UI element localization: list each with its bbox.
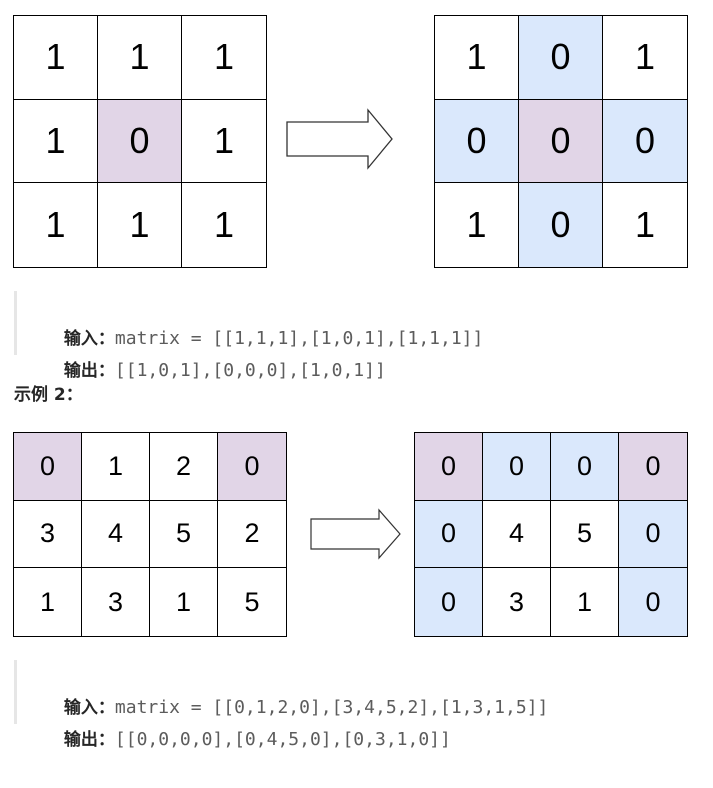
matrix-cell: 3 xyxy=(483,568,551,636)
input-value: matrix = [[1,1,1],[1,0,1],[1,1,1]] xyxy=(114,328,484,349)
matrix-cell: 0 xyxy=(519,183,603,267)
matrix-cell: 1 xyxy=(182,16,266,100)
matrix-cell: 3 xyxy=(14,500,82,569)
matrix-cell: 0 xyxy=(603,99,687,184)
matrix-cell: 5 xyxy=(218,568,286,636)
matrix-cell: 1 xyxy=(98,16,182,100)
matrix-cell: 0 xyxy=(519,99,603,184)
matrix-cell: 1 xyxy=(82,433,150,501)
matrix-cell: 1 xyxy=(14,99,98,184)
matrix-cell: 1 xyxy=(551,568,619,636)
input-label: 输入： xyxy=(63,329,115,349)
right-arrow-icon xyxy=(286,108,393,170)
matrix-cell: 1 xyxy=(150,568,218,636)
matrix-cell: 0 xyxy=(218,433,286,501)
example1-input-line: 输入：matrix = [[1,1,1],[1,0,1],[1,1,1]] xyxy=(41,291,483,349)
output-label: 输出： xyxy=(63,361,115,381)
output-value: [[0,0,0,0],[0,4,5,0],[0,3,1,0]] xyxy=(114,729,451,750)
output-value: [[1,0,1],[0,0,0],[1,0,1]] xyxy=(114,360,386,381)
matrix-cell: 2 xyxy=(150,433,218,501)
matrix-cell: 0 xyxy=(551,433,619,501)
matrix-cell: 0 xyxy=(483,433,551,501)
output-label: 输出： xyxy=(63,730,115,750)
matrix-cell: 0 xyxy=(435,99,519,184)
matrix-cell: 2 xyxy=(218,500,286,569)
matrix-cell: 1 xyxy=(182,99,266,184)
input-label: 输入： xyxy=(63,698,115,718)
matrix-cell: 4 xyxy=(483,500,551,569)
matrix-cell: 5 xyxy=(551,500,619,569)
matrix-cell: 3 xyxy=(82,568,150,636)
example2-output-line: 输出：[[0,0,0,0],[0,4,5,0],[0,3,1,0]] xyxy=(41,692,548,750)
matrix-cell: 0 xyxy=(98,99,182,184)
matrix-cell: 1 xyxy=(603,183,687,267)
matrix-cell: 1 xyxy=(182,183,266,267)
right-arrow-icon xyxy=(310,508,401,560)
matrix-cell: 1 xyxy=(603,16,687,100)
matrix-cell: 0 xyxy=(619,433,687,501)
matrix-cell: 0 xyxy=(415,433,483,501)
example2-io-block: 输入：matrix = [[0,1,2,0],[3,4,5,2],[1,3,1,… xyxy=(14,660,548,750)
matrix-cell: 4 xyxy=(82,500,150,569)
matrix-cell: 5 xyxy=(150,500,218,569)
matrix-cell: 0 xyxy=(619,568,687,636)
example1-output-line: 输出：[[1,0,1],[0,0,0],[1,0,1]] xyxy=(41,323,483,381)
example2-input-line: 输入：matrix = [[0,1,2,0],[3,4,5,2],[1,3,1,… xyxy=(41,660,548,718)
matrix-cell: 0 xyxy=(14,433,82,501)
matrix-cell: 0 xyxy=(519,16,603,100)
matrix-cell: 0 xyxy=(619,500,687,569)
matrix-cell: 1 xyxy=(14,568,82,636)
matrix-cell: 0 xyxy=(415,500,483,569)
matrix-cell: 0 xyxy=(415,568,483,636)
example1-io-block: 输入：matrix = [[1,1,1],[1,0,1],[1,1,1]] 输出… xyxy=(14,291,483,381)
matrix-cell: 1 xyxy=(98,183,182,267)
matrix-cell: 1 xyxy=(435,183,519,267)
matrix-cell: 1 xyxy=(435,16,519,100)
example2-title: 示例 2： xyxy=(14,385,83,405)
matrix-cell: 1 xyxy=(14,16,98,100)
input-value: matrix = [[0,1,2,0],[3,4,5,2],[1,3,1,5]] xyxy=(114,697,549,718)
matrix-cell: 1 xyxy=(14,183,98,267)
